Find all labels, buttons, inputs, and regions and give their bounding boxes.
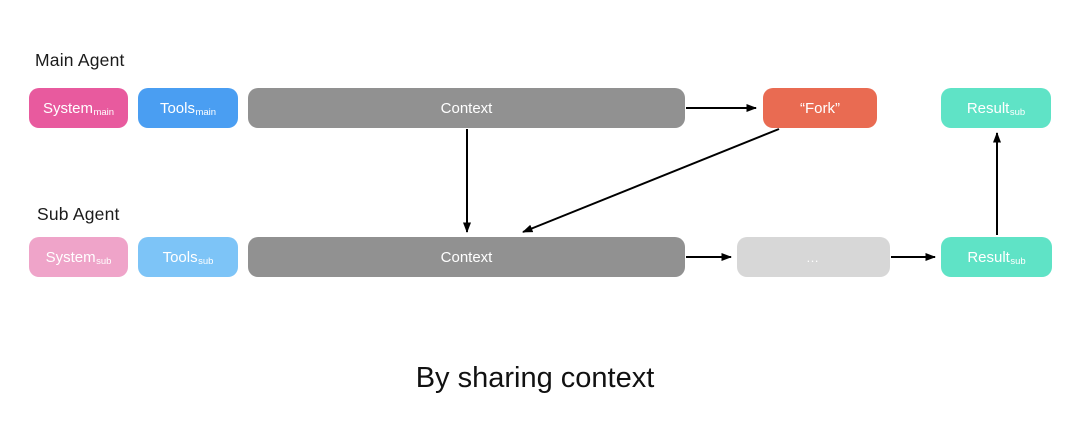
edge-fork-to-context-sub [522, 128, 780, 233]
node-fork: “Fork” [763, 88, 877, 128]
node-subscript: sub [1009, 106, 1026, 118]
node-label: “Fork” [800, 99, 840, 117]
node-label: System [45, 248, 96, 266]
node-context-sub: Context [248, 237, 685, 277]
sub-agent-label: Sub Agent [37, 204, 120, 224]
node-subscript: sub [198, 255, 214, 267]
diagram-caption: By sharing context [415, 362, 655, 394]
node-label: Result [966, 99, 1010, 117]
node-label: … [806, 249, 821, 265]
node-context-main: Context [248, 88, 685, 128]
node-label: Context [440, 248, 493, 266]
node-subscript: main [195, 106, 217, 118]
node-label: System [42, 99, 93, 117]
node-subscript: main [93, 106, 115, 118]
node-label: Tools [162, 248, 198, 266]
node-ellipsis: … [737, 237, 890, 277]
node-subscript: sub [1010, 255, 1026, 267]
node-label: Result [967, 248, 1010, 266]
node-label: Tools [159, 99, 195, 117]
node-label: Context [440, 99, 493, 117]
node-subscript: sub [96, 255, 112, 267]
main-agent-label: Main Agent [35, 50, 125, 70]
